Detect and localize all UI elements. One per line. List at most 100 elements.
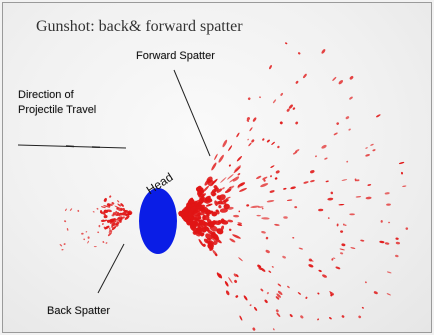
spatter-drop [201, 193, 206, 197]
spatter-drop [379, 240, 385, 244]
spatter-drop [96, 207, 99, 210]
spatter-drop [303, 73, 307, 79]
spatter-drop [333, 132, 338, 136]
spatter-drop [193, 199, 201, 205]
spatter-drop [294, 206, 298, 209]
spatter-drop [332, 76, 337, 81]
spatter-drop [370, 143, 374, 146]
spatter-drop [236, 132, 240, 138]
spatter-drop [227, 174, 234, 180]
spatter-drop [358, 315, 362, 319]
spatter-drop [224, 204, 227, 207]
spatter-drop [261, 217, 270, 220]
spatter-drop [197, 204, 206, 210]
spatter-drop [261, 207, 264, 210]
spatter-drop [286, 108, 290, 112]
spatter-drop [218, 154, 224, 163]
spatter-drop [327, 197, 334, 201]
spatter-drop [344, 224, 347, 226]
spatter-drop [77, 209, 80, 212]
spatter-drop [295, 121, 299, 125]
spatter-drop [222, 199, 229, 203]
spatter-drop [103, 209, 106, 212]
spatter-drop [283, 187, 287, 190]
spatter-drop [324, 157, 328, 160]
spatter-drop [115, 223, 119, 227]
spatter-drop [203, 238, 209, 244]
spatter-drop [205, 203, 213, 207]
spatter-drop [111, 226, 117, 231]
spatter-drop [386, 293, 391, 296]
spatter-drop [186, 202, 192, 208]
back-spatter-drops [59, 195, 133, 251]
spatter-drop [360, 239, 365, 242]
forward-spatter-drops [178, 42, 409, 331]
spatter-drop [295, 80, 299, 84]
spatter-drop [238, 257, 243, 262]
spatter-drop [112, 220, 117, 224]
spatter-drop [348, 128, 351, 131]
spatter-drop [198, 193, 203, 198]
spatter-drop [395, 237, 399, 240]
spatter-drop [290, 186, 296, 190]
spatter-drop [384, 242, 390, 245]
spatter-drop [260, 267, 266, 272]
spatter-drop [249, 304, 252, 307]
spatter-drop [361, 306, 364, 309]
spatter-drop [270, 165, 275, 168]
spatter-drop [125, 209, 130, 214]
spatter-drop [198, 219, 207, 226]
spatter-drop [235, 295, 239, 298]
spatter-drop [111, 202, 115, 205]
spatter-drop [229, 186, 232, 189]
spatter-drop [297, 52, 301, 55]
spatter-drop [318, 269, 322, 273]
spatter-drop [238, 210, 241, 213]
spatter-drop [274, 223, 280, 226]
spatter-drop [201, 227, 207, 233]
spatter-drop [329, 317, 332, 320]
spatter-drop [237, 223, 243, 226]
page-title: Gunshot: back& forward spatter [36, 18, 243, 35]
spatter-drop [183, 216, 189, 222]
spatter-drop [256, 175, 262, 180]
spatter-drop [264, 299, 268, 304]
forward-spatter-label: Forward Spatter [136, 50, 215, 62]
spatter-drop [339, 248, 345, 251]
spatter-drop [336, 122, 340, 125]
spatter-drop [218, 205, 222, 209]
direction-label-line1: Direction of [18, 89, 74, 101]
spatter-drop [249, 127, 253, 132]
spatter-drop [276, 293, 281, 298]
spatter-drop [190, 206, 197, 211]
spatter-drop [349, 76, 354, 80]
spatter-drop [251, 139, 255, 143]
spatter-drop [83, 238, 86, 241]
back-pointer-line [97, 243, 125, 294]
spatter-drop [308, 264, 314, 268]
spatter-drop [295, 149, 300, 153]
spatter-drop [220, 201, 223, 205]
spatter-drop [104, 197, 107, 202]
spatter-drop [211, 162, 217, 171]
spatter-drop [341, 179, 348, 181]
spatter-drop [266, 139, 270, 143]
spatter-drop [213, 240, 218, 246]
spatter-drop [303, 181, 309, 184]
spatter-drop [340, 230, 344, 233]
spatter-drop [345, 116, 350, 120]
spatter-drop [200, 224, 208, 230]
spatter-drop [66, 228, 69, 231]
spatter-drop [115, 210, 118, 214]
spatter-drop [209, 242, 214, 247]
spatter-drop [380, 220, 383, 223]
spatter-drop [405, 227, 409, 230]
spatter-drop [81, 232, 84, 235]
spatter-drop [372, 149, 376, 152]
spatter-drop [365, 147, 368, 149]
spatter-drop [87, 236, 90, 239]
spatter-drop [310, 179, 315, 183]
spatter-drop [69, 208, 73, 211]
spatter-drop [111, 225, 114, 229]
